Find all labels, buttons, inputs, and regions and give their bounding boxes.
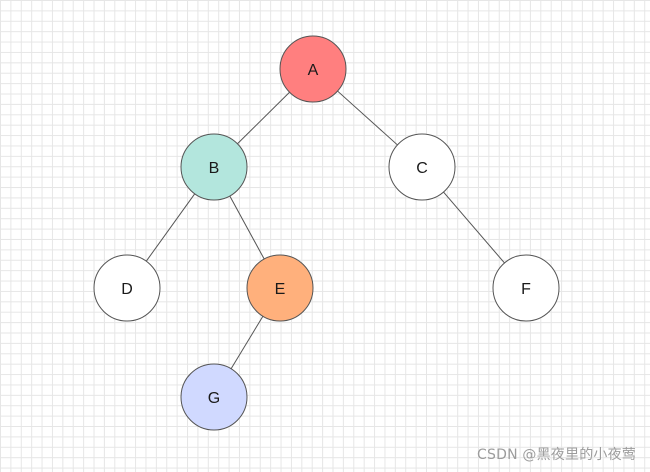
csdn-watermark: CSDN @黑夜里的小夜莺 [477, 447, 636, 463]
edge-e-g [230, 315, 264, 370]
node-label-e: E [275, 281, 286, 298]
tree-node-b: B [180, 133, 248, 201]
tree-node-a: A [279, 35, 347, 103]
node-label-b: B [209, 160, 220, 177]
tree-node-f: F [492, 254, 560, 322]
nodes-layer: A B C D E F G [93, 35, 560, 431]
node-circle-d [93, 254, 161, 322]
node-label-f: F [521, 281, 531, 298]
node-circle-g [180, 363, 248, 431]
tree-node-c: C [388, 133, 456, 201]
node-circle-f [492, 254, 560, 322]
edge-b-e [229, 195, 265, 260]
node-circle-a [279, 35, 347, 103]
tree-node-d: D [93, 254, 161, 322]
edges-layer [145, 90, 505, 370]
node-circle-b [180, 133, 248, 201]
node-circle-e [246, 254, 314, 322]
node-circle-c [388, 133, 456, 201]
edge-c-f [443, 191, 505, 264]
edge-a-c [337, 90, 398, 146]
node-label-g: G [208, 390, 220, 407]
edge-a-b [237, 91, 290, 145]
node-label-d: D [121, 281, 133, 298]
edge-b-d [145, 193, 196, 262]
tree-node-g: G [180, 363, 248, 431]
tree-node-e: E [246, 254, 314, 322]
node-label-a: A [308, 62, 319, 79]
node-label-c: C [416, 160, 428, 177]
